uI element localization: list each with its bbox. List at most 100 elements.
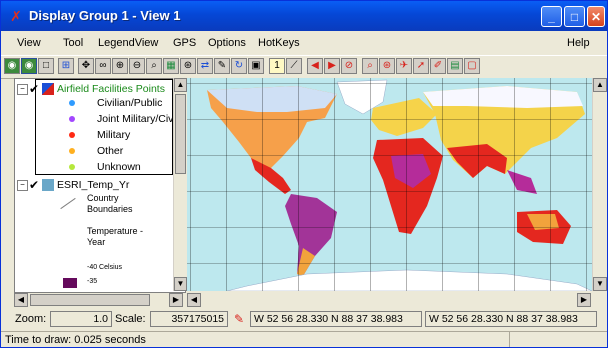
dot-icon bbox=[69, 164, 75, 170]
scroll-right-icon[interactable]: ▶ bbox=[577, 293, 591, 307]
checkbox-checked-icon[interactable]: ✔ bbox=[29, 178, 40, 192]
right-arrow-icon[interactable]: ▶ bbox=[324, 58, 340, 74]
number-tool-icon[interactable]: 1 bbox=[269, 58, 285, 74]
layers-tool-icon[interactable]: ⊞ bbox=[58, 58, 74, 74]
minimize-button[interactable]: _ bbox=[541, 6, 562, 27]
collapse-icon[interactable]: − bbox=[17, 180, 28, 191]
toolbar: ◉ ◉ □ ⊞ ✥ ∞ ⊕ ⊖ ⌕ ▦ ⊛ ⇄ ✎ ↻ ▣ 1 ⟋ ◀ ▶ ⊘ … bbox=[1, 55, 607, 79]
grid-tool-icon[interactable]: ▦ bbox=[163, 58, 179, 74]
scroll-right-icon[interactable]: ▶ bbox=[169, 293, 183, 307]
globe-tool-icon[interactable]: ◉ bbox=[4, 58, 20, 74]
scroll-down-icon[interactable]: ▼ bbox=[593, 277, 607, 291]
scroll-left-icon[interactable]: ◀ bbox=[14, 293, 28, 307]
rotate-tool-icon[interactable]: ↻ bbox=[231, 58, 247, 74]
pan-tool-icon[interactable]: ✥ bbox=[78, 58, 94, 74]
scroll-down-icon[interactable]: ▼ bbox=[174, 277, 187, 291]
menu-hotkeys[interactable]: HotKeys bbox=[258, 37, 300, 49]
raster-layer-icon bbox=[42, 179, 54, 191]
legend-item-label: Civilian/Public bbox=[97, 97, 163, 109]
zoom-field[interactable]: 1.0 bbox=[50, 311, 112, 327]
menu-help[interactable]: Help bbox=[567, 37, 590, 49]
legend-layer-airfield[interactable]: − ✔ Airfield Facilities Points bbox=[15, 81, 185, 97]
scroll-up-icon[interactable]: ▲ bbox=[174, 78, 187, 92]
scroll-thumb[interactable] bbox=[30, 294, 150, 306]
dot-icon bbox=[69, 116, 75, 122]
plane-tool-icon[interactable]: ✈ bbox=[396, 58, 412, 74]
legend-item-label: Joint Military/Civilian bbox=[97, 113, 186, 125]
export-tool-icon[interactable]: ▢ bbox=[464, 58, 480, 74]
celsius-label: -40 Celsius bbox=[87, 264, 123, 271]
scroll-left-icon[interactable]: ◀ bbox=[187, 293, 201, 307]
left-arrow-icon[interactable]: ◀ bbox=[307, 58, 323, 74]
gps-pin-icon[interactable]: ✎ bbox=[233, 312, 245, 326]
target-tool-icon[interactable]: ⊛ bbox=[180, 58, 196, 74]
menu-options[interactable]: Options bbox=[208, 37, 246, 49]
color-swatch bbox=[63, 278, 77, 288]
legend-item-label: Military bbox=[97, 129, 131, 141]
scroll-up-icon[interactable]: ▲ bbox=[593, 78, 607, 92]
collapse-icon[interactable]: − bbox=[17, 84, 28, 95]
legend-focus-box bbox=[35, 79, 173, 175]
map-vertical-scrollbar[interactable]: ▲ ▼ bbox=[592, 78, 607, 291]
draw-time-text: Time to draw: 0.025 seconds bbox=[5, 334, 146, 346]
binoculars-tool-icon[interactable]: ∞ bbox=[95, 58, 111, 74]
title-bar[interactable]: ✗ Display Group 1 - View 1 _ □ ✕ bbox=[1, 1, 607, 31]
move-tool-icon[interactable]: ⇄ bbox=[197, 58, 213, 74]
menu-tool[interactable]: Tool bbox=[63, 37, 84, 49]
pointer-tool-icon[interactable]: ➚ bbox=[413, 58, 429, 74]
globe-select-tool-icon[interactable]: ◉ bbox=[21, 58, 37, 74]
scroll-thumb[interactable] bbox=[175, 94, 186, 174]
close-button[interactable]: ✕ bbox=[587, 6, 605, 27]
legend-item: Military bbox=[15, 127, 185, 143]
legend-scrollbar[interactable]: ▲ ▼ bbox=[173, 78, 187, 291]
checkbox-checked-icon[interactable]: ✔ bbox=[29, 82, 40, 96]
scale-field[interactable]: 357175015 bbox=[150, 311, 228, 327]
red-zoom-icon[interactable]: ⌕ bbox=[362, 58, 378, 74]
legend-item: Other bbox=[15, 143, 185, 159]
zoom-in-icon[interactable]: ⊕ bbox=[112, 58, 128, 74]
legend-item-label: Unknown bbox=[97, 161, 141, 173]
scale-label: Scale: bbox=[115, 313, 146, 325]
layer-name: ESRI_Temp_Yr bbox=[57, 179, 130, 191]
image-tool-icon[interactable]: ▣ bbox=[248, 58, 264, 74]
legend-item: Unknown bbox=[15, 159, 185, 175]
zoom-label: Zoom: bbox=[15, 313, 47, 325]
status-divider bbox=[509, 332, 510, 347]
map-horizontal-scrollbar[interactable]: ◀ ▶ bbox=[187, 293, 592, 307]
status-bar: Zoom: 1.0 Scale: 357175015 ✎ W 52 56 28.… bbox=[1, 309, 607, 329]
zoom-out-icon[interactable]: ⊖ bbox=[129, 58, 145, 74]
frame-tool-icon[interactable]: □ bbox=[38, 58, 54, 74]
dot-icon bbox=[69, 148, 75, 154]
world-map[interactable] bbox=[187, 78, 592, 291]
menu-legendview[interactable]: LegendView bbox=[98, 37, 159, 49]
draw-time-bar: Time to draw: 0.025 seconds bbox=[1, 331, 607, 347]
maximize-button[interactable]: □ bbox=[564, 6, 585, 27]
legend-item-label: Other bbox=[97, 145, 124, 157]
legend-item: Civilian/Public bbox=[15, 95, 185, 111]
country-boundaries-label: Country Boundaries bbox=[87, 193, 133, 214]
menu-view[interactable]: View bbox=[17, 37, 41, 49]
dot-icon bbox=[69, 100, 75, 106]
legend-layer-temp[interactable]: − ✔ ESRI_Temp_Yr bbox=[15, 177, 185, 193]
coordinate-field-2: W 52 56 28.330 N 88 37 38.983 bbox=[425, 311, 597, 327]
layer-name: Airfield Facilities Points bbox=[57, 83, 165, 95]
measure-tool-icon[interactable]: ✎ bbox=[214, 58, 230, 74]
window-title: Display Group 1 - View 1 bbox=[29, 8, 181, 23]
no-entry-icon[interactable]: ⊘ bbox=[341, 58, 357, 74]
map-view[interactable] bbox=[187, 78, 592, 291]
draw-tool-icon[interactable]: ✐ bbox=[430, 58, 446, 74]
legend-item: Joint Military/Civilian bbox=[15, 111, 185, 127]
layer-icon bbox=[42, 83, 54, 95]
temperature-label: Temperature - Year bbox=[87, 226, 144, 247]
red-target-icon[interactable]: ⊛ bbox=[379, 58, 395, 74]
menu-bar: View Tool LegendView GPS Options HotKeys… bbox=[1, 33, 607, 55]
coordinate-field-1: W 52 56 28.330 N 88 37 38.983 bbox=[250, 311, 422, 327]
menu-gps[interactable]: GPS bbox=[173, 37, 197, 49]
line-tool-icon[interactable]: ⟋ bbox=[286, 58, 302, 74]
dot-icon bbox=[69, 132, 75, 138]
legend-horizontal-scrollbar[interactable]: ◀ ▶ bbox=[14, 293, 185, 307]
app-icon: ✗ bbox=[10, 8, 22, 24]
zoom-box-icon[interactable]: ⌕ bbox=[146, 58, 162, 74]
map-tool-icon[interactable]: ▤ bbox=[447, 58, 463, 74]
